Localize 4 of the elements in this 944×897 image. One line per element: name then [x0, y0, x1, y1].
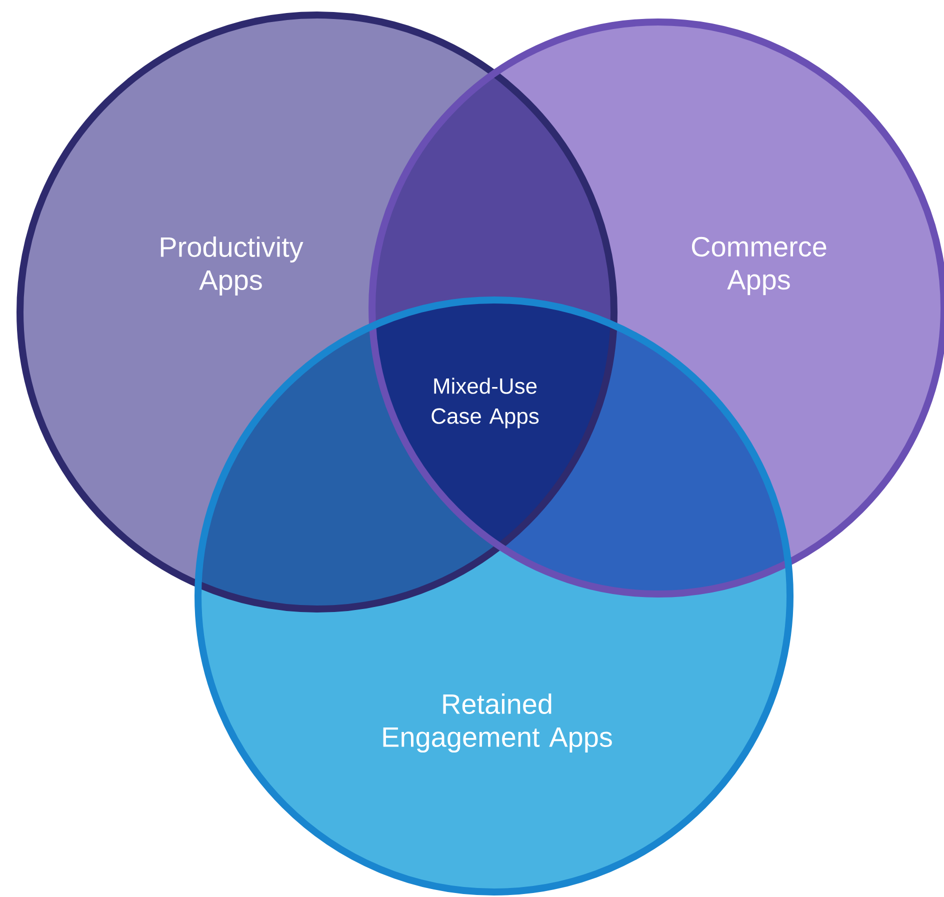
- circle-label: Commerce Apps: [692, 236, 826, 296]
- circle-label: Productivity Apps: [160, 236, 304, 296]
- overlap-label: Mixed-Use Case Apps: [432, 378, 539, 428]
- circle-label: Retained Engagement Apps: [383, 693, 612, 753]
